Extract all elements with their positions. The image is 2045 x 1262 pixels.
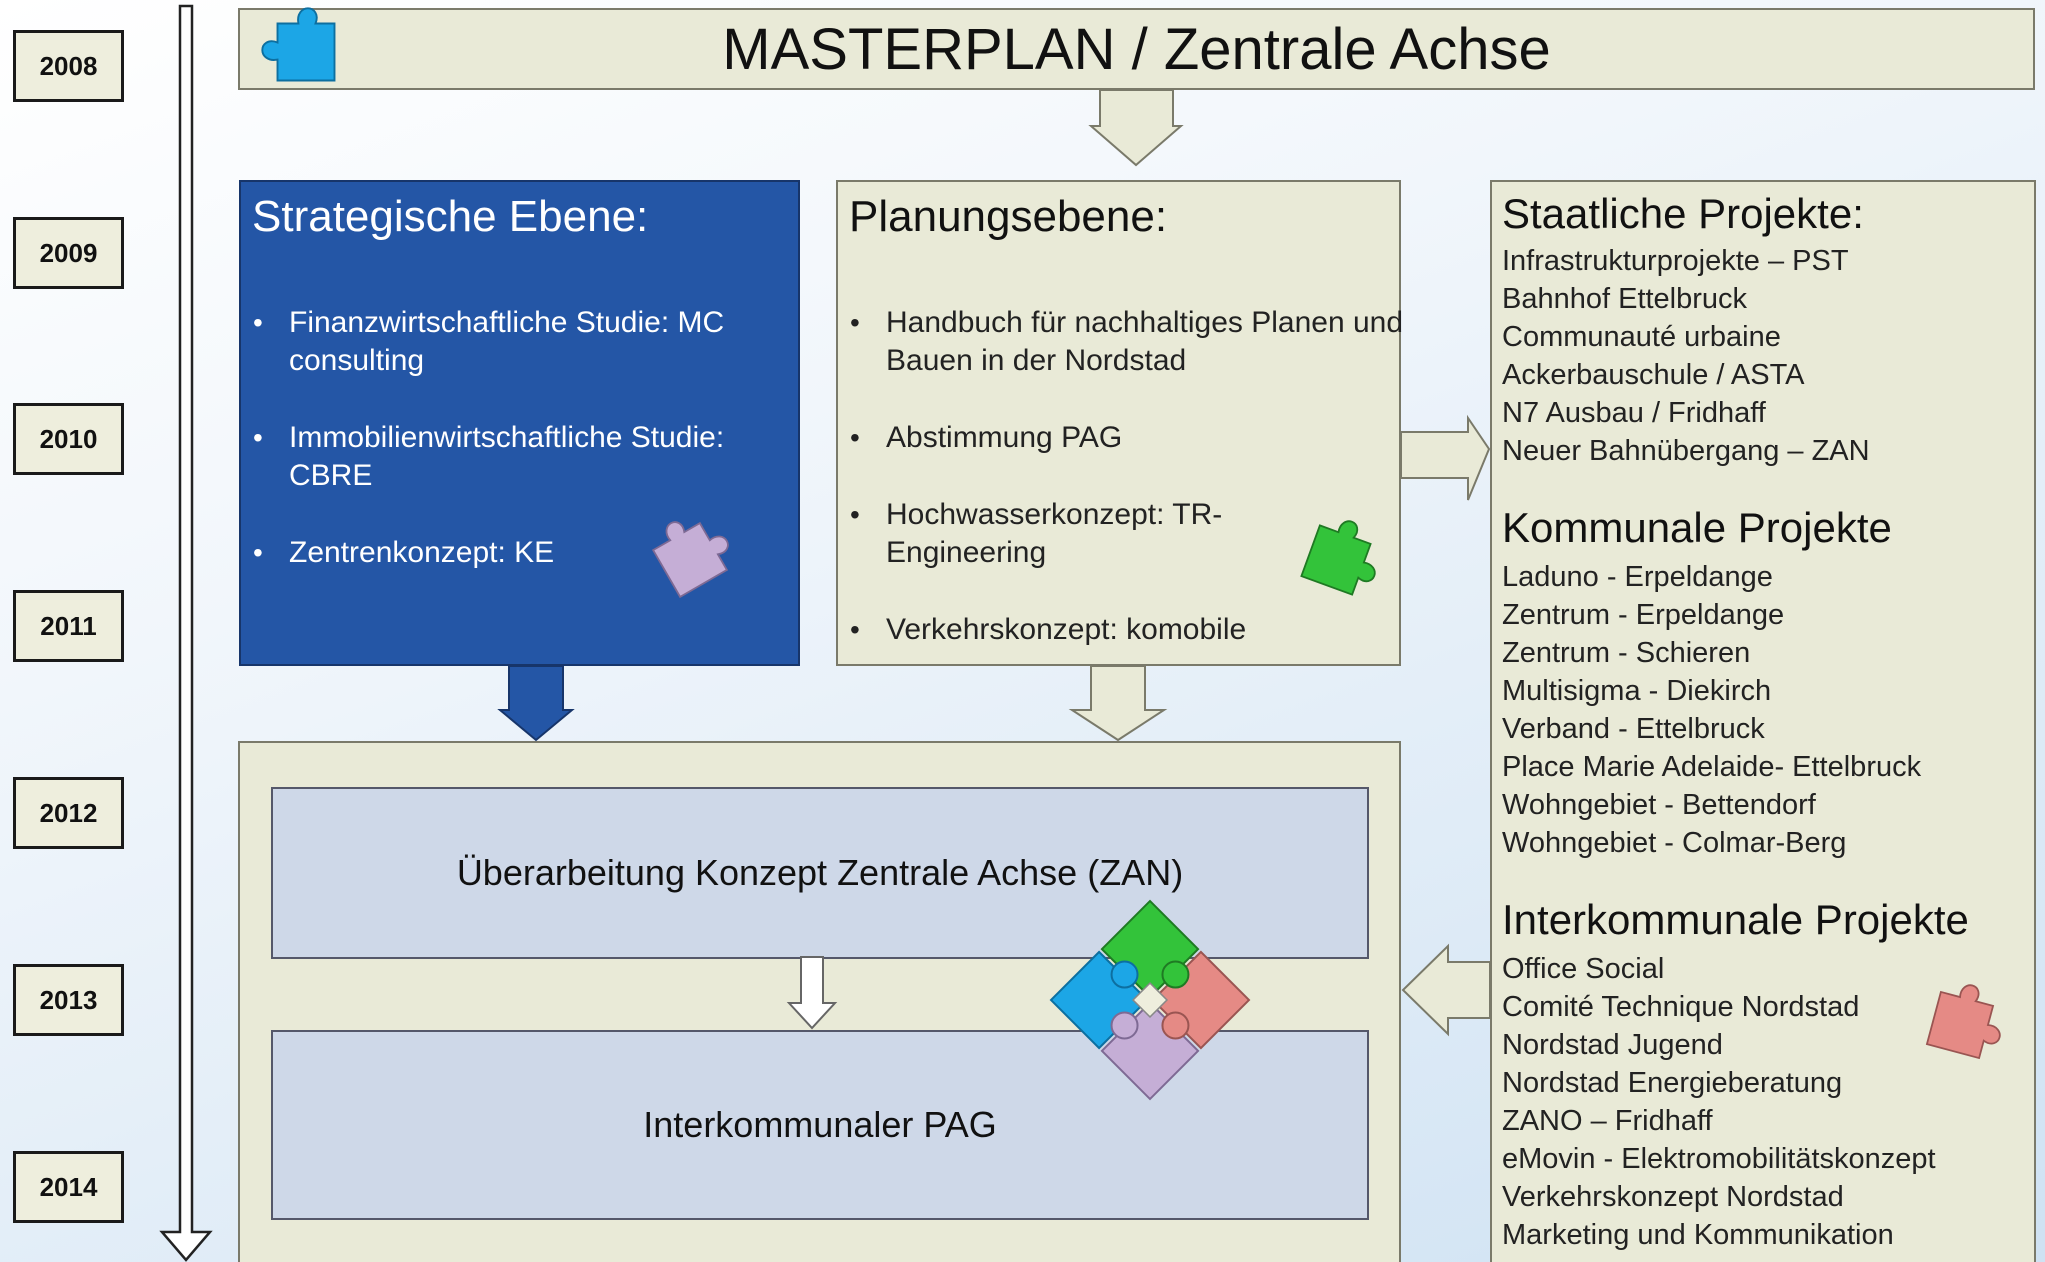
municipal-projects-list: Laduno - Erpeldange Zentrum - Erpeldange… — [1502, 558, 1921, 862]
strategic-heading: Strategische Ebene: — [252, 192, 649, 241]
intermunicipal-pag-label: Interkommunaler PAG — [643, 1104, 997, 1145]
down-arrow-icon — [786, 956, 838, 1030]
strategic-list: Finanzwirtschaftliche Studie: MC consult… — [249, 304, 789, 572]
list-item: Wohngebiet - Bettendorf — [1502, 789, 1816, 821]
list-item: eMovin - Elektromobilitätskonzept — [1502, 1143, 1936, 1175]
down-arrow-icon — [497, 665, 575, 742]
list-item: Bahnhof Ettelbruck — [1502, 283, 1748, 315]
year-label-2012: 2012 — [13, 777, 124, 849]
right-arrow-icon — [1400, 414, 1491, 501]
zan-concept-box: Überarbeitung Konzept Zentrale Achse (ZA… — [271, 787, 1369, 959]
list-item: Finanzwirtschaftliche Studie: MC consult… — [253, 304, 789, 380]
list-item: Immobilienwirtschaftliche Studie: CBRE — [253, 419, 789, 495]
list-item: Multisigma - Diekirch — [1502, 675, 1772, 707]
list-item: Nordstad Energieberatung — [1502, 1067, 1843, 1099]
list-item: Marketing und Kommunikation — [1502, 1219, 1894, 1251]
projects-column: Staatliche Projekte: Infrastrukturprojek… — [1490, 180, 2036, 1262]
list-item: Hochwasserkonzept: TR-Engineering — [850, 496, 1246, 572]
list-item: Office Social — [1502, 953, 1665, 985]
list-item: Nordstad Jugend — [1502, 1029, 1723, 1061]
state-projects-heading: Staatliche Projekte: — [1502, 190, 1864, 237]
year-label-2009: 2009 — [13, 217, 124, 289]
puzzle-piece-icon — [1926, 977, 2012, 1063]
year-label-2010: 2010 — [13, 403, 124, 475]
list-item: Ackerbauschule / ASTA — [1502, 359, 1805, 391]
intermunicipal-projects-list: Office Social Comité Technique Nordstad … — [1502, 950, 1936, 1254]
down-arrow-icon — [1068, 665, 1168, 742]
list-item: Zentrum - Erpeldange — [1502, 599, 1785, 631]
timeline-arrow-icon — [159, 4, 213, 1262]
puzzle-piece-icon — [645, 502, 741, 598]
list-item: Abstimmung PAG — [850, 419, 1406, 457]
list-item: Verkehrskonzept Nordstad — [1502, 1181, 1844, 1213]
year-label-2013: 2013 — [13, 964, 124, 1036]
year-label-2011: 2011 — [13, 590, 124, 662]
strategic-level-box: Strategische Ebene: Finanzwirtschaftlich… — [239, 180, 800, 666]
state-projects-list: Infrastrukturprojekte – PST Bahnhof Ette… — [1502, 242, 1870, 470]
list-item: Verkehrskonzept: komobile — [850, 611, 1406, 649]
puzzle-cluster-icon — [1049, 899, 1251, 1101]
planning-list: Handbuch für nachhaltiges Planen und Bau… — [846, 304, 1406, 649]
intermunicipal-projects-heading: Interkommunale Projekte — [1502, 896, 1969, 943]
page-title: MASTERPLAN / Zentrale Achse — [722, 16, 1551, 82]
list-item: Communauté urbaine — [1502, 321, 1781, 353]
left-arrow-icon — [1401, 943, 1491, 1037]
planning-heading: Planungsebene: — [849, 192, 1168, 241]
list-item: Infrastrukturprojekte – PST — [1502, 245, 1849, 277]
list-item: Handbuch für nachhaltiges Planen und Bau… — [850, 304, 1406, 380]
zan-concept-label: Überarbeitung Konzept Zentrale Achse (ZA… — [456, 852, 1184, 893]
planning-level-box: Planungsebene: Handbuch für nachhaltiges… — [836, 180, 1403, 666]
masterplan-title-bar: MASTERPLAN / Zentrale Achse — [238, 8, 2035, 90]
puzzle-piece-icon — [1300, 510, 1390, 601]
list-item: Zentrum - Schieren — [1502, 637, 1751, 669]
list-item: Comité Technique Nordstad — [1502, 991, 1860, 1023]
municipal-projects-heading: Kommunale Projekte — [1502, 504, 1892, 551]
down-arrow-icon — [1088, 89, 1184, 167]
list-item: Neuer Bahnübergang – ZAN — [1502, 435, 1870, 467]
list-item: N7 Ausbau / Fridhaff — [1502, 397, 1766, 429]
year-label-2014: 2014 — [13, 1151, 124, 1223]
list-item: Wohngebiet - Colmar-Berg — [1502, 827, 1847, 859]
year-label-2008: 2008 — [13, 30, 124, 102]
list-item: ZANO – Fridhaff — [1502, 1105, 1713, 1137]
list-item: Verband - Ettelbruck — [1502, 713, 1765, 745]
puzzle-piece-icon — [261, 7, 336, 82]
list-item: Zentrenkonzept: KE — [253, 534, 789, 572]
list-item: Laduno - Erpeldange — [1502, 561, 1773, 593]
list-item: Place Marie Adelaide- Ettelbruck — [1502, 751, 1922, 783]
